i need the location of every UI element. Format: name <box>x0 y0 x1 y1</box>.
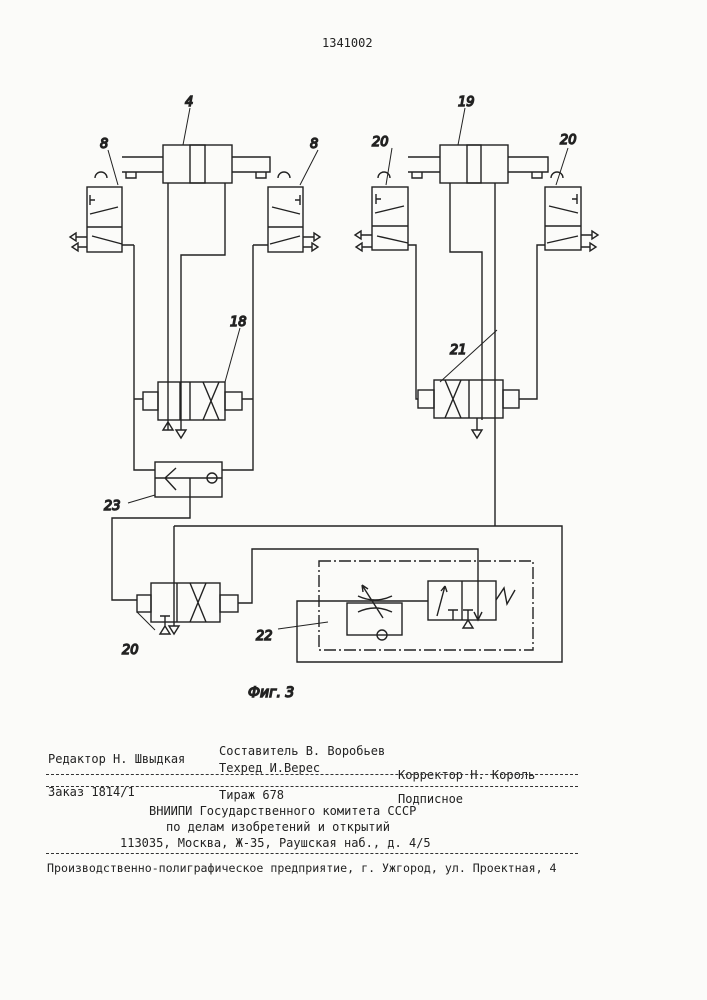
editor: Редактор Н. Швыдкая <box>48 752 185 766</box>
label-22: 22 <box>256 629 273 644</box>
order-number: Заказ 1814/1 <box>48 785 135 799</box>
limit-valve-20-right <box>545 172 598 251</box>
label-19: 19 <box>458 95 475 110</box>
label-8-right: 8 <box>310 137 318 152</box>
techred: Техред И.Верес <box>219 761 320 775</box>
label-20-bottom: 20 <box>122 643 139 658</box>
limit-valve-8-right <box>268 172 320 252</box>
cylinder-19 <box>408 145 548 183</box>
label-21: 21 <box>450 343 467 358</box>
label-18: 18 <box>230 315 247 330</box>
timer-22 <box>319 561 533 650</box>
circulation: Тираж 678 <box>219 788 284 802</box>
cylinder-4 <box>122 145 270 183</box>
limit-valve-8-left <box>70 172 122 252</box>
label-20-left: 20 <box>372 135 389 150</box>
label-23: 23 <box>104 499 121 514</box>
org-line-3: 113035, Москва, Ж-35, Раушская наб., д. … <box>120 836 431 850</box>
valve-18 <box>143 382 242 438</box>
label-8-left: 8 <box>100 137 108 152</box>
divider <box>46 774 578 775</box>
figure-caption: Фиг. 3 <box>248 685 294 700</box>
pneumatic-schematic: 4 8 8 19 20 20 18 21 23 20 22 Фиг. 3 <box>0 0 707 700</box>
limit-valve-20-left <box>355 172 408 251</box>
valve-20-bottom <box>137 526 562 662</box>
divider <box>46 853 578 854</box>
corrector: Корректор Н. Король <box>398 768 535 782</box>
printer: Производственно-полиграфическое предприя… <box>47 861 557 875</box>
org-line-1: ВНИИПИ Государственного комитета СССР <box>149 804 416 818</box>
compiler: Составитель В. Воробьев <box>219 744 385 758</box>
valve-21 <box>418 380 519 438</box>
label-4: 4 <box>185 95 193 110</box>
shuttle-valve-23 <box>112 462 222 600</box>
org-line-2: по делам изобретений и открытий <box>166 820 390 834</box>
label-20-right: 20 <box>560 133 577 148</box>
